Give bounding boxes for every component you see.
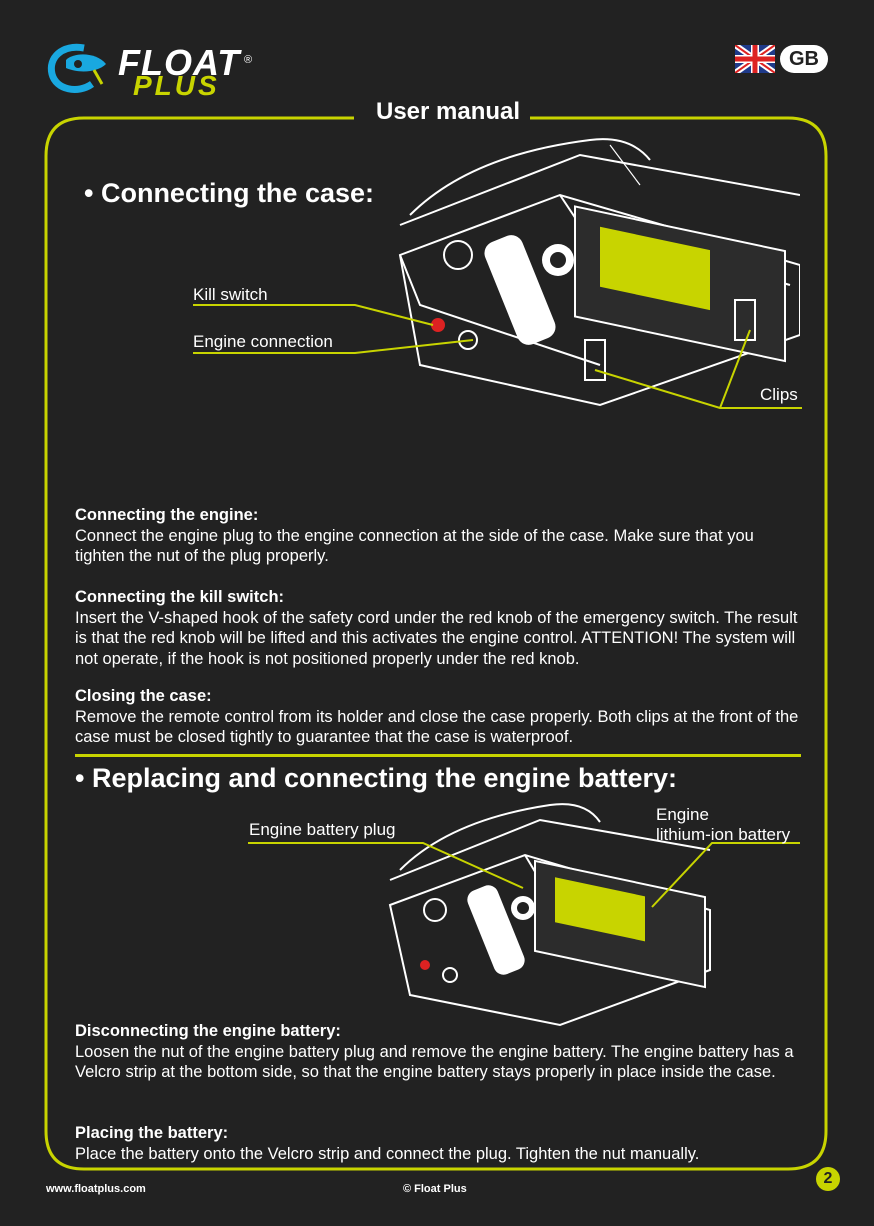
page-number: 2 bbox=[816, 1167, 840, 1191]
paragraph-connecting-engine: Connecting the engine: Connect the engin… bbox=[75, 505, 801, 567]
float-plus-logo-icon bbox=[47, 43, 106, 93]
footer-copyright: © Float Plus bbox=[403, 1183, 467, 1195]
text-placing-battery: Place the battery onto the Velcro strip … bbox=[75, 1144, 700, 1163]
heading-connecting-engine: Connecting the engine: bbox=[75, 506, 259, 524]
paragraph-disconnecting-battery: Disconnecting the engine battery: Loosen… bbox=[75, 1021, 801, 1083]
logo-text-float: FLOAT bbox=[118, 42, 241, 83]
section-title-replacing-battery: • Replacing and connecting the engine ba… bbox=[75, 763, 678, 793]
heading-closing-case: Closing the case: bbox=[75, 687, 212, 705]
pointer-lines bbox=[193, 304, 802, 409]
section-divider bbox=[75, 754, 801, 757]
logo-registered-mark: ® bbox=[244, 54, 253, 66]
paragraph-connecting-kill-switch: Connecting the kill switch: Insert the V… bbox=[75, 587, 801, 669]
label-engine-connection: Engine connection bbox=[193, 332, 333, 351]
label-engine-battery: Engine lithium-ion battery bbox=[656, 805, 790, 845]
label-kill-switch: Kill switch bbox=[193, 285, 268, 304]
battery-case-illustration-icon bbox=[388, 803, 711, 1027]
paragraph-placing-battery: Placing the battery: Place the battery o… bbox=[75, 1123, 801, 1164]
text-connecting-kill-switch: Insert the V-shaped hook of the safety c… bbox=[75, 608, 798, 668]
paragraph-closing-case: Closing the case: Remove the remote cont… bbox=[75, 686, 801, 748]
label-engine-battery-plug: Engine battery plug bbox=[249, 820, 396, 839]
label-clips: Clips bbox=[760, 385, 798, 404]
section-title-connecting-case: • Connecting the case: bbox=[84, 178, 374, 208]
label-engine-battery-line2: lithium-ion battery bbox=[656, 825, 791, 844]
text-disconnecting-battery: Loosen the nut of the engine battery plu… bbox=[75, 1042, 794, 1082]
text-connecting-engine: Connect the engine plug to the engine co… bbox=[75, 526, 754, 566]
language-badge: GB bbox=[780, 45, 828, 73]
manual-title: User manual bbox=[366, 98, 531, 126]
label-engine-battery-line1: Engine bbox=[656, 805, 709, 824]
footer-website-link[interactable]: www.floatplus.com bbox=[46, 1183, 146, 1195]
case-illustration-icon bbox=[398, 138, 800, 407]
uk-flag-icon bbox=[735, 45, 775, 73]
text-closing-case: Remove the remote control from its holde… bbox=[75, 707, 799, 747]
heading-placing-battery: Placing the battery: bbox=[75, 1124, 229, 1142]
logo-text-plus: PLUS bbox=[133, 70, 220, 101]
content-frame bbox=[44, 116, 828, 1171]
heading-disconnecting-battery: Disconnecting the engine battery: bbox=[75, 1022, 341, 1040]
heading-connecting-kill-switch: Connecting the kill switch: bbox=[75, 588, 285, 606]
battery-pointer-lines bbox=[248, 842, 800, 908]
